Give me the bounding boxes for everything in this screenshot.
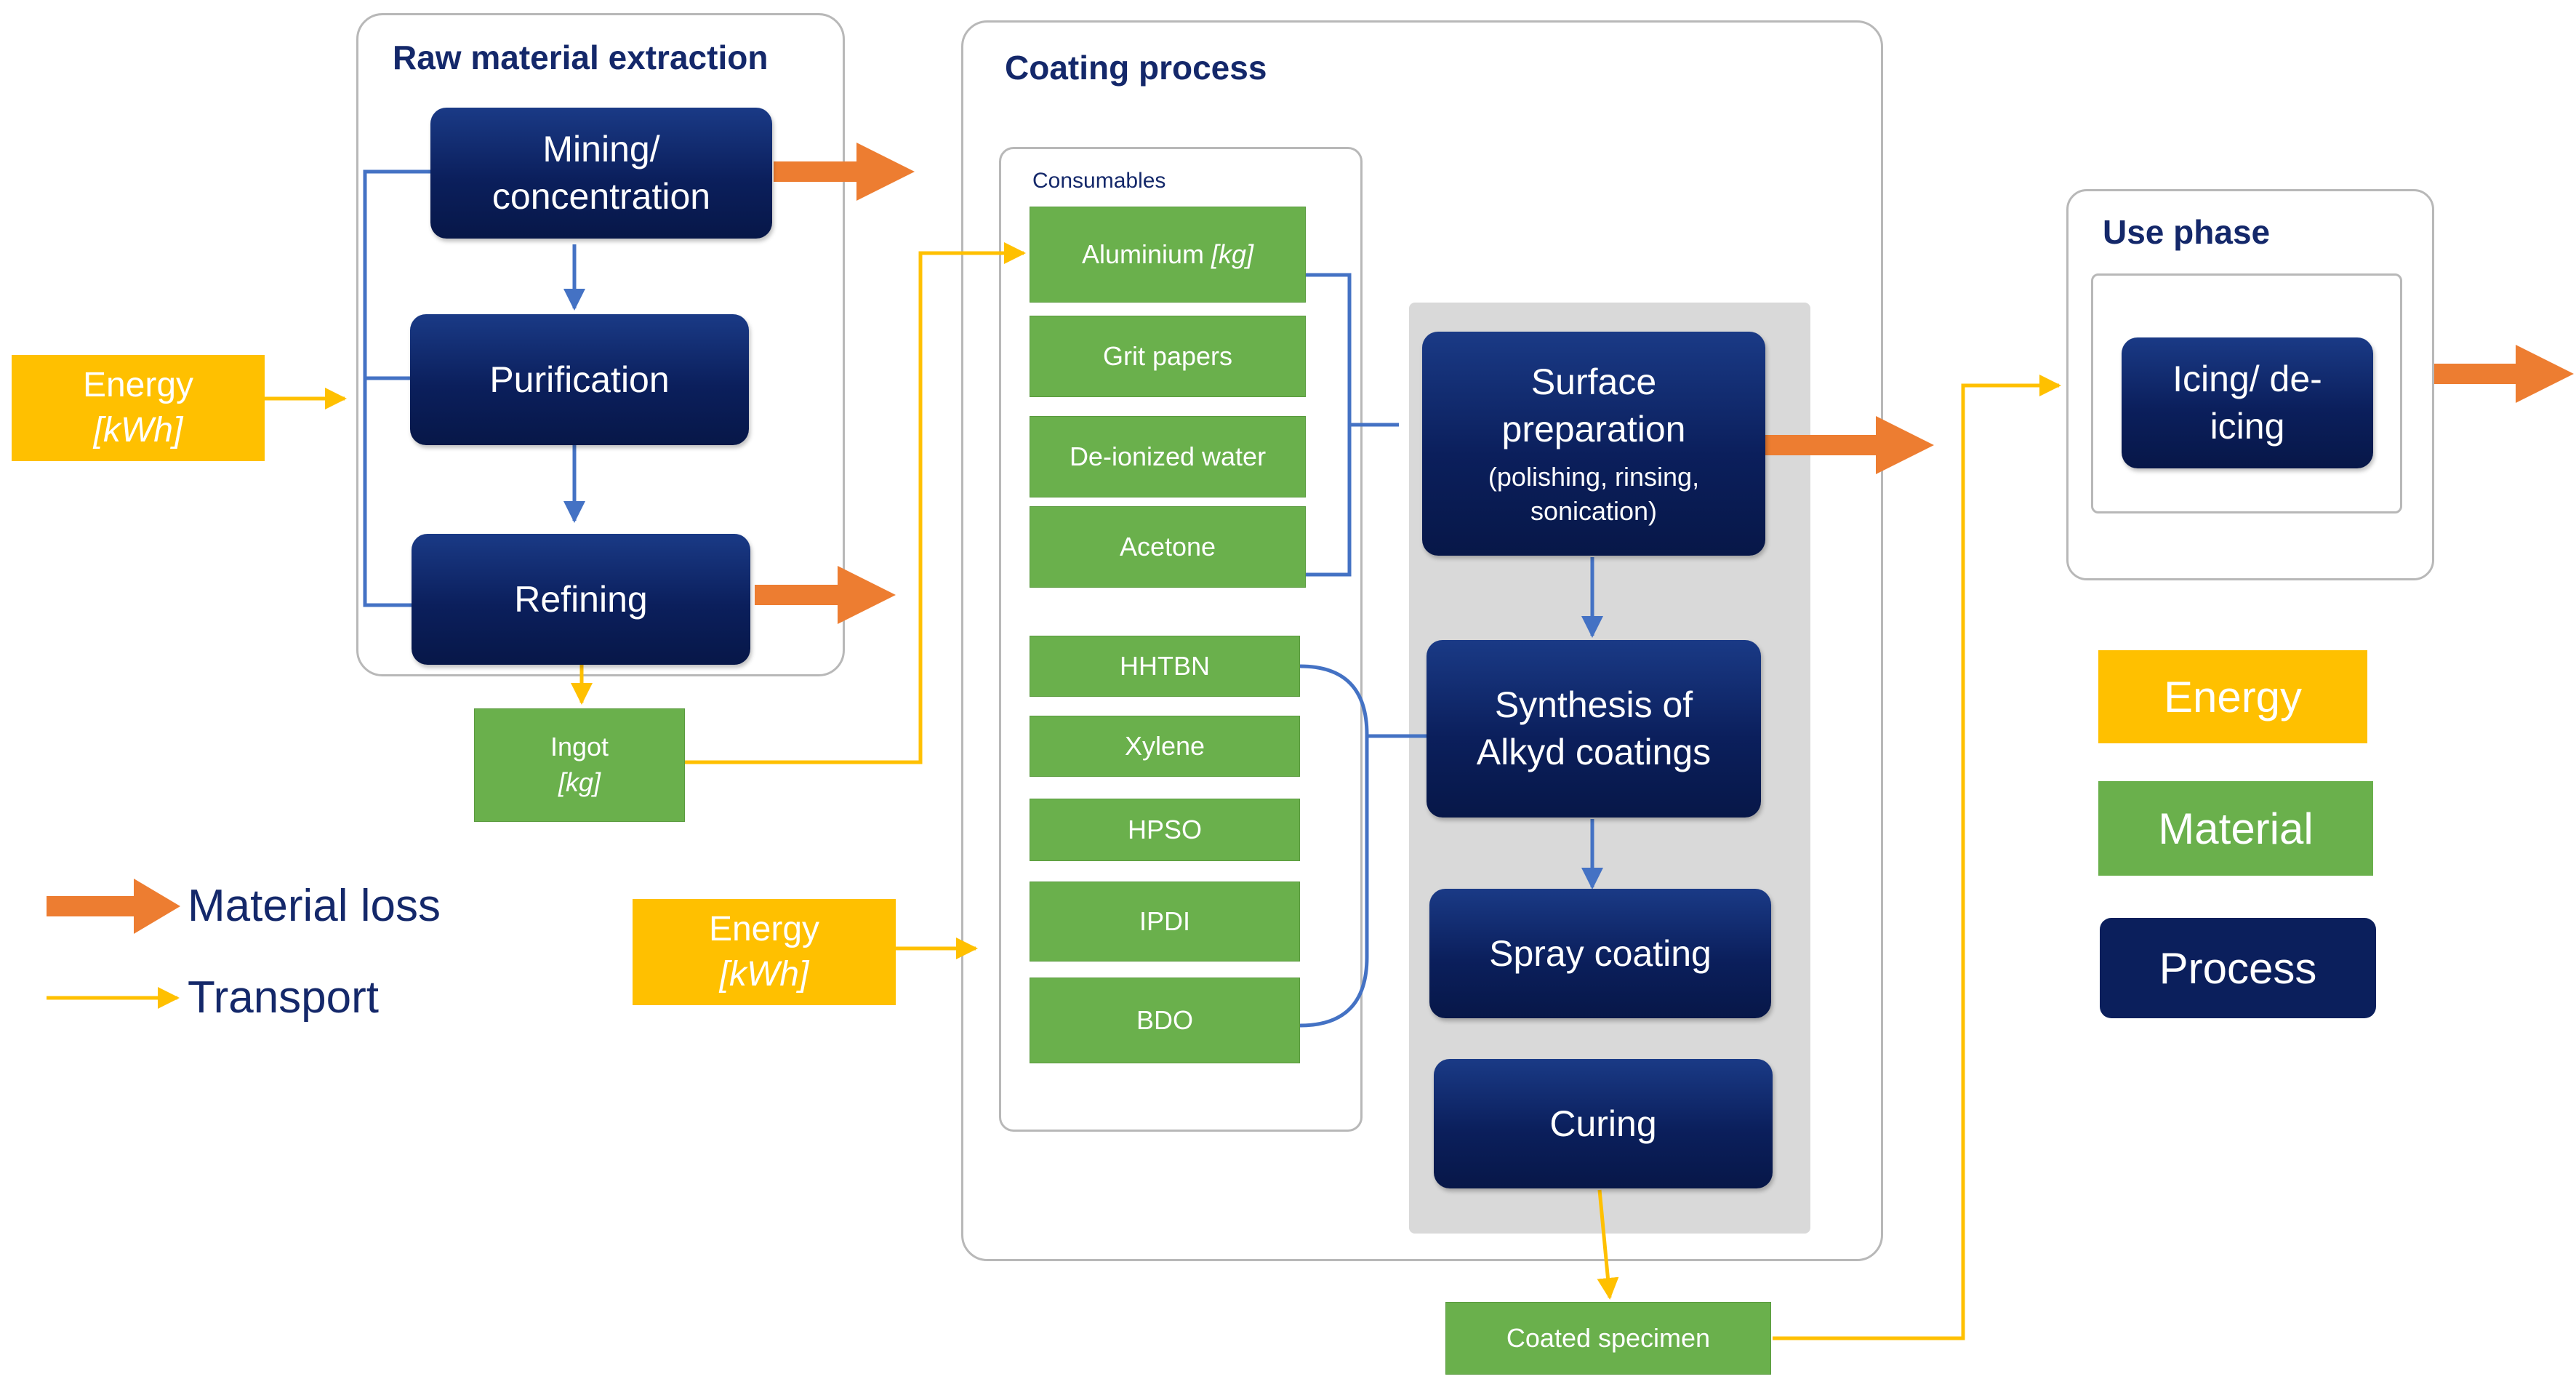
ipdi-label: IPDI xyxy=(1139,906,1190,936)
ingot-to-aluminium-transport-arrow xyxy=(685,242,1026,764)
synthesis-label-line1: Synthesis of xyxy=(1494,684,1693,725)
ingot-unit: [kg] xyxy=(558,767,601,797)
surface-preparation-process[interactable]: Surface preparation (polishing, rinsing,… xyxy=(1422,332,1765,556)
energy-raw-label: Energy xyxy=(82,365,194,404)
energy-coating-unit: [kWh] xyxy=(719,955,809,994)
raw-bus-connector xyxy=(363,169,430,607)
bdo-label: BDO xyxy=(1136,1004,1193,1035)
energy-raw-unit: [kWh] xyxy=(93,411,183,449)
mining-label-line2: concentration xyxy=(491,176,711,217)
consumable-hhtbn: HHTBN xyxy=(1030,636,1300,697)
purification-label: Purification xyxy=(489,359,670,400)
coating-process-title: Coating process xyxy=(1005,49,1267,87)
icing-deicing-process[interactable]: Icing/ de- icing xyxy=(2122,337,2373,468)
mining-concentration-process[interactable]: Mining/ concentration xyxy=(430,108,772,239)
surface-label-line2: preparation xyxy=(1501,409,1686,450)
legend-process-box: Process xyxy=(2100,918,2376,1018)
raw-material-extraction-title: Raw material extraction xyxy=(393,39,769,76)
icing-label-line1: Icing/ de- xyxy=(2172,359,2322,399)
coated-specimen-label: Coated specimen xyxy=(1506,1322,1711,1353)
hpso-label: HPSO xyxy=(1127,814,1203,844)
use-phase-title: Use phase xyxy=(2103,213,2271,251)
legend-transport-label: Transport xyxy=(188,972,380,1023)
purification-process[interactable]: Purification xyxy=(410,314,749,445)
use-phase-group xyxy=(2066,189,2434,580)
consumable-ipdi: IPDI xyxy=(1030,882,1300,962)
consumable-aluminium: Aluminium [kg] xyxy=(1030,207,1306,303)
energy-input-raw: Energy [kWh] xyxy=(12,355,265,461)
surface-label-line1: Surface xyxy=(1530,361,1657,403)
use-phase-inner-frame xyxy=(2091,273,2402,513)
use-phase-material-loss-arrow xyxy=(2434,345,2574,403)
legend-material-loss-arrow xyxy=(47,879,180,934)
consumable-xylene: Xylene xyxy=(1030,716,1300,777)
cleaning-consumables-brace xyxy=(1306,273,1399,577)
consumable-acetone: Acetone xyxy=(1030,506,1306,588)
refining-label: Refining xyxy=(514,578,648,620)
aluminium-label: Aluminium xyxy=(1081,239,1204,269)
aluminium-unit: [kg] xyxy=(1211,239,1254,269)
coating-process-group xyxy=(961,20,1883,1261)
legend-material-loss-label: Material loss xyxy=(188,881,441,931)
legend-energy-label: Energy xyxy=(2163,672,2303,722)
legend-process-label: Process xyxy=(2159,943,2317,993)
refining-material-loss-arrow xyxy=(755,566,896,624)
ingot-material: Ingot [kg] xyxy=(474,708,685,822)
energy-input-coating: Energy [kWh] xyxy=(633,899,896,1005)
deionized-water-label: De-ionized water xyxy=(1069,441,1267,471)
grit-papers-label: Grit papers xyxy=(1102,340,1233,371)
curing-label: Curing xyxy=(1549,1103,1657,1144)
ingot-label: Ingot xyxy=(550,732,609,762)
consumable-hpso: HPSO xyxy=(1030,799,1300,861)
alkyd-synthesis-process[interactable]: Synthesis of Alkyd coatings xyxy=(1427,640,1761,818)
hhtbn-label: HHTBN xyxy=(1120,650,1210,681)
refining-process[interactable]: Refining xyxy=(412,534,750,665)
spray-coating-process[interactable]: Spray coating xyxy=(1429,889,1771,1018)
spray-coating-label: Spray coating xyxy=(1489,932,1712,974)
coated-specimen-material: Coated specimen xyxy=(1445,1302,1771,1375)
surface-sub-line1: (polishing, rinsing, xyxy=(1488,462,1700,492)
surface-material-loss-arrow xyxy=(1764,416,1934,474)
coating-consumables-brace xyxy=(1299,664,1435,1028)
specimen-to-use-phase-transport-arrow xyxy=(1773,375,2061,1340)
mining-label-line1: Mining/ xyxy=(542,129,660,169)
raw-material-extraction-group xyxy=(356,13,845,676)
surface-sub-label: (polishing, rinsing, sonication) xyxy=(1488,460,1699,529)
surface-sub-line2: sonication) xyxy=(1530,496,1658,526)
consumables-title: Consumables xyxy=(1032,169,1166,193)
legend-energy-box: Energy xyxy=(2098,650,2367,743)
consumable-bdo: BDO xyxy=(1030,978,1300,1063)
consumable-grit-papers: Grit papers xyxy=(1030,316,1306,397)
curing-process[interactable]: Curing xyxy=(1434,1059,1773,1188)
legend-material-label: Material xyxy=(2158,804,2314,853)
xylene-label: Xylene xyxy=(1124,730,1205,761)
legend-material-box: Material xyxy=(2098,781,2373,876)
energy-coating-label: Energy xyxy=(708,909,820,948)
curing-to-specimen-transport-arrow xyxy=(1597,1189,1619,1300)
synthesis-label-line2: Alkyd coatings xyxy=(1476,732,1712,772)
consumable-deionized-water: De-ionized water xyxy=(1030,416,1306,497)
mining-material-loss-arrow xyxy=(774,143,915,201)
acetone-label: Acetone xyxy=(1119,531,1216,561)
icing-label-line2: icing xyxy=(2210,406,2285,447)
consumables-group xyxy=(999,147,1363,1132)
